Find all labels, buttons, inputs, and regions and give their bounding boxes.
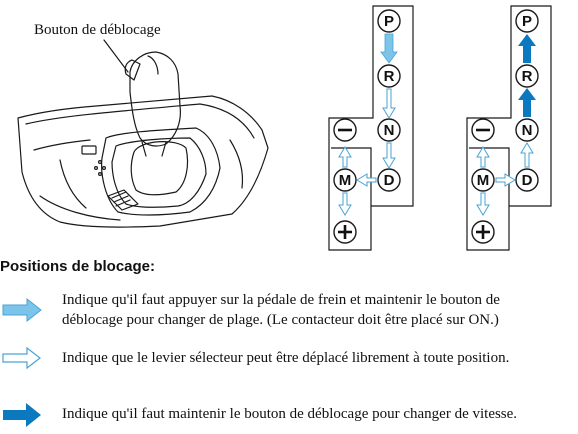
gear-circle-r <box>377 64 401 88</box>
m-to-plus-outline-arrow <box>476 192 490 216</box>
gear-label-d: D <box>522 172 533 189</box>
release-button-callout-label: Bouton de déblocage <box>34 22 161 38</box>
gear-label-r: R <box>384 68 395 85</box>
legend-text-dark-blue: Indique qu'il faut maintenir le bouton d… <box>62 406 518 422</box>
gear-circle-p <box>515 9 539 33</box>
dark-blue-arrow-icon <box>3 403 41 427</box>
legend-text-outline: Indique que le levier sélecteur peut êtr… <box>62 350 510 366</box>
gear-label-n: N <box>384 122 395 139</box>
gear-circle-p <box>377 9 401 33</box>
r-to-n-outline-arrow <box>382 88 396 119</box>
gate-outline <box>328 5 414 251</box>
gear-label-p: P <box>384 13 394 30</box>
m-to-plus-outline-arrow <box>338 192 352 216</box>
m-to-d-outline-arrow <box>495 173 516 187</box>
gear-circle-n <box>515 118 539 142</box>
callout-leader-line <box>103 39 129 73</box>
m-to-minus-outline-arrow <box>338 146 352 168</box>
n-to-d-outline-arrow <box>382 142 396 169</box>
m-to-minus-outline-arrow <box>476 146 490 168</box>
gear-circle-m <box>471 168 495 192</box>
gear-circle-d <box>377 168 401 192</box>
gate-diagram-left: P R N D M <box>328 5 414 251</box>
legend-line: Indique qu'il faut appuyer sur la pédale… <box>62 292 500 308</box>
gear-circle-m <box>333 168 357 192</box>
legend-text-light-blue: Indique qu'il faut appuyer sur la pédale… <box>62 290 572 330</box>
locking-positions-heading: Positions de blocage: <box>0 258 156 275</box>
gear-label-m: M <box>339 172 352 189</box>
gear-label-n: N <box>522 122 533 139</box>
light-blue-arrow-icon <box>2 298 42 322</box>
gear-label-m: M <box>477 172 490 189</box>
gear-label-p: P <box>522 13 532 30</box>
gear-label-r: R <box>522 68 533 85</box>
d-to-m-outline-arrow <box>356 173 377 187</box>
gear-label-d: D <box>384 172 395 189</box>
gate-diagram-right: P R N D M <box>466 5 552 251</box>
shifter-console-illustration <box>17 39 269 228</box>
n-to-r-dark-blue-arrow <box>518 88 536 117</box>
gate-outline <box>466 5 552 251</box>
d-to-n-outline-arrow <box>520 142 534 168</box>
gear-circle-n <box>377 118 401 142</box>
gear-circle-r <box>515 64 539 88</box>
legend-line: déblocage pour changer de plage. (Le con… <box>62 312 499 328</box>
p-to-r-light-blue-arrow <box>380 33 398 64</box>
outline-arrow-icon <box>2 346 41 370</box>
r-to-p-dark-blue-arrow <box>518 34 536 63</box>
gear-circle-d <box>515 168 539 192</box>
